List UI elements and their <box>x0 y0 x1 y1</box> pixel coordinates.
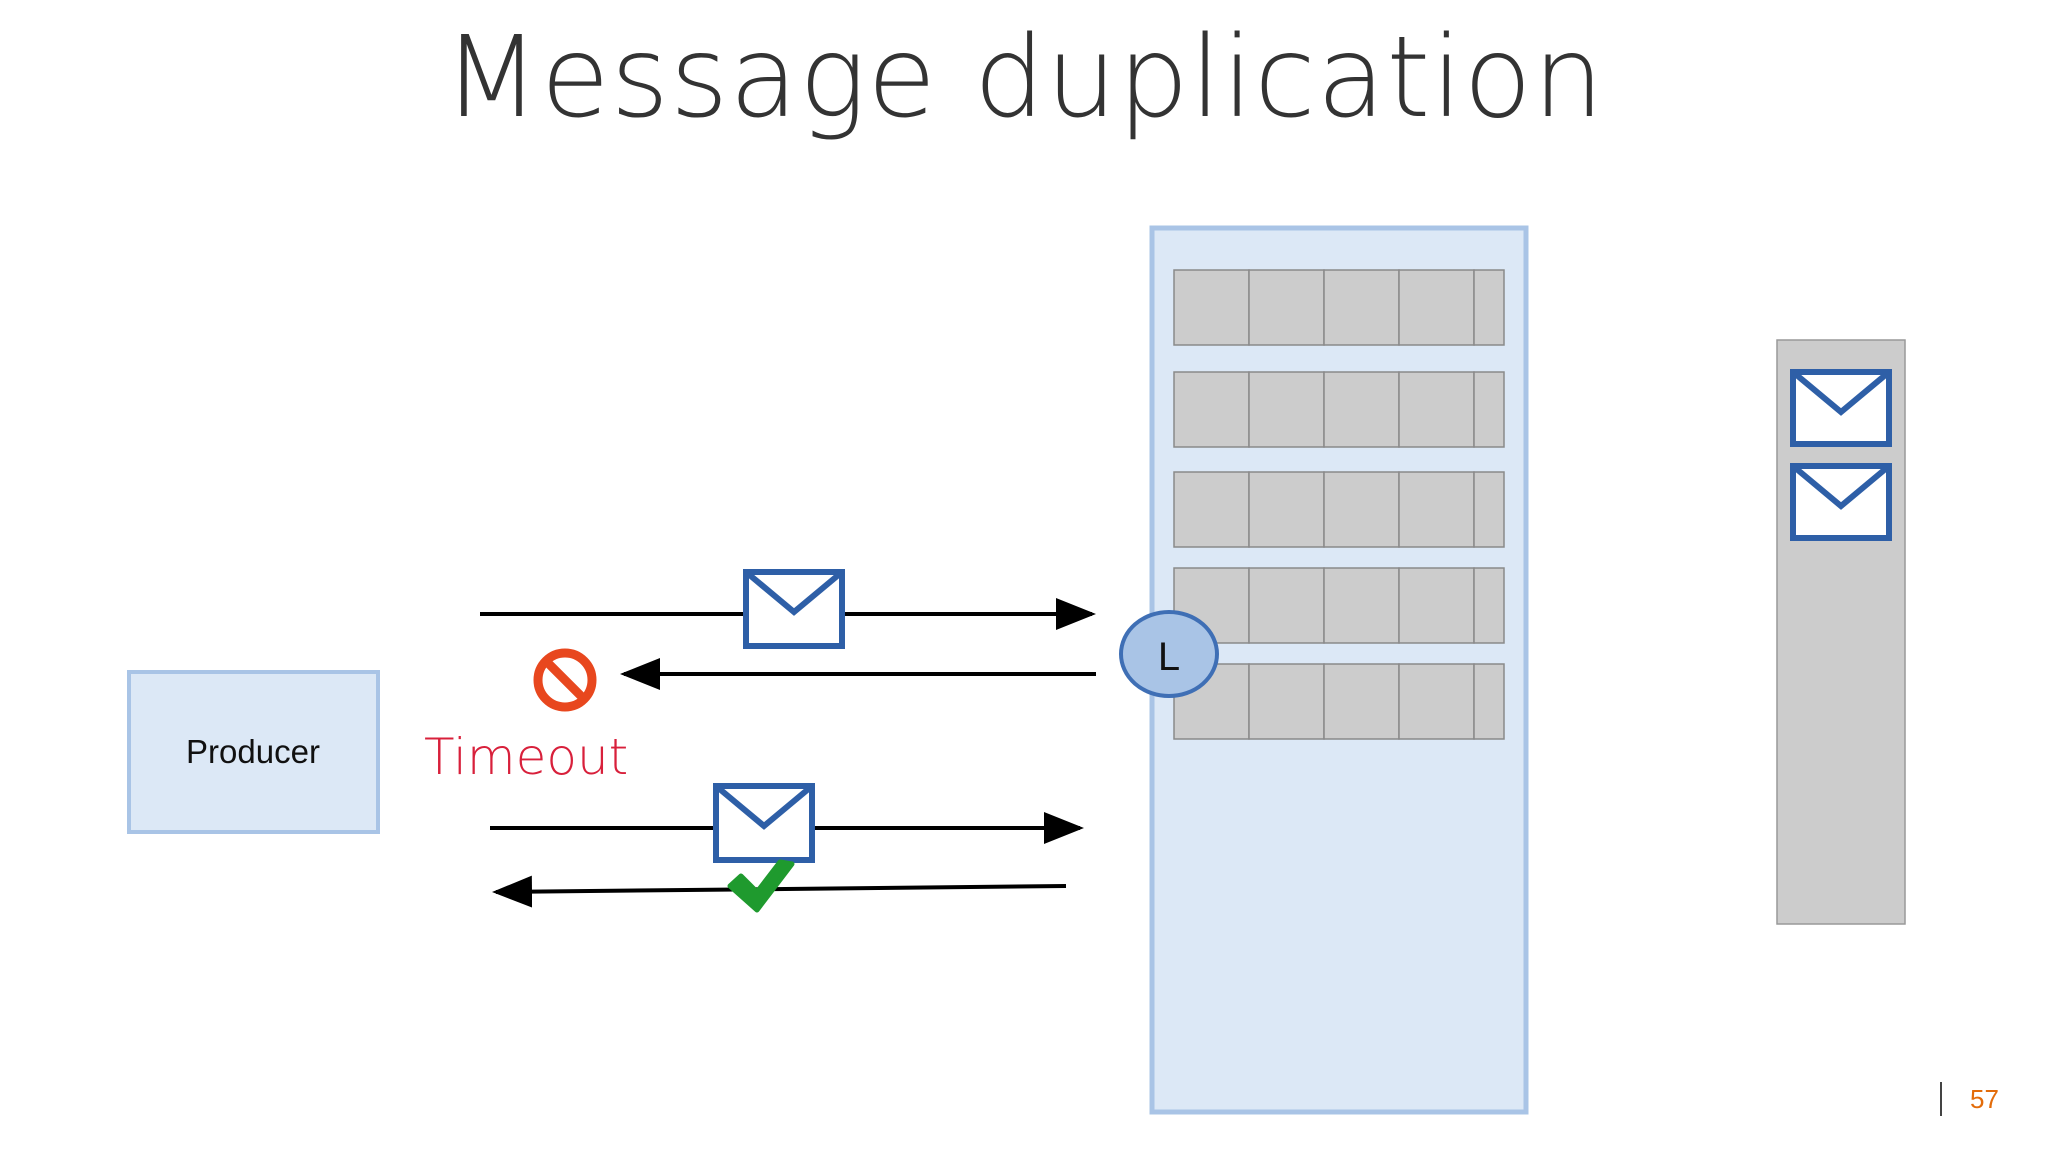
producer-box <box>127 670 380 834</box>
retry-ack-arrow <box>492 875 1067 908</box>
checkmark-icon <box>727 859 795 913</box>
partition-row <box>1173 471 1505 548</box>
slide-title: Message duplication <box>443 13 1605 143</box>
partition-row <box>1173 663 1505 740</box>
prohibited-icon <box>533 648 597 712</box>
leader-circle <box>1119 610 1219 698</box>
leader-label: L <box>1157 634 1181 679</box>
partition-row <box>1173 371 1505 448</box>
envelope-icon <box>713 783 815 863</box>
timeout-label: Timeout <box>424 728 629 786</box>
producer-label: Producer <box>186 733 320 770</box>
page-number-divider <box>1940 1082 1942 1116</box>
partition-row <box>1173 567 1505 644</box>
envelope-icon <box>1790 369 1892 447</box>
page-number: 57 <box>1970 1084 1999 1114</box>
envelope-icon <box>1790 463 1892 541</box>
envelope-icon <box>743 569 845 649</box>
partition-grid <box>1173 269 1505 740</box>
partition-row <box>1173 269 1505 346</box>
